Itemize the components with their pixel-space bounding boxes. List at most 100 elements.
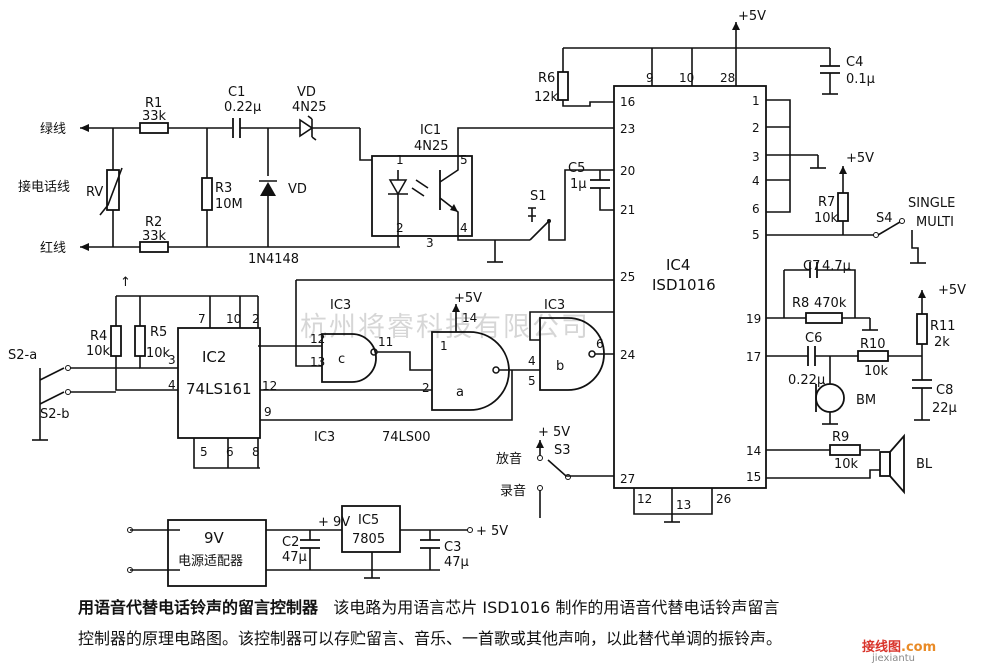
c4-value: 0.1μ bbox=[846, 72, 875, 87]
ic3-pin: 12 bbox=[310, 332, 325, 346]
ic2-pin: 6 bbox=[226, 445, 234, 459]
ic3-gate-c-label: c bbox=[338, 352, 345, 367]
ic4-pin-left: 16 bbox=[620, 95, 635, 109]
ic2-pin: 10 bbox=[226, 312, 241, 326]
r8-name: R8 bbox=[792, 296, 809, 311]
c3-value: 47μ bbox=[444, 555, 469, 570]
c6-value: 0.22μ bbox=[788, 373, 825, 388]
watermark: 杭州将睿科技有限公司 bbox=[300, 312, 590, 343]
ic1-name: IC1 bbox=[420, 123, 441, 138]
s3-record-label: 录音 bbox=[500, 483, 526, 499]
out-5v-label: + 5V bbox=[476, 524, 508, 539]
c5-name: C5 bbox=[568, 161, 585, 176]
caption-line1: 该电路为用语言芯片 ISD1016 制作的用语音代替电话铃声留言 bbox=[333, 598, 780, 617]
c2-value: 47μ bbox=[282, 550, 307, 565]
c3-name: C3 bbox=[444, 540, 461, 555]
ic2-74ls161 bbox=[177, 327, 261, 439]
vcc-r7-label: +5V bbox=[846, 151, 874, 166]
ic4-pin-right: 1 bbox=[752, 94, 760, 108]
c7-name: C7 bbox=[803, 259, 820, 274]
ic2-pin: 12 bbox=[262, 379, 277, 393]
ic3-pin: 5 bbox=[528, 374, 536, 388]
rv-label: RV bbox=[86, 185, 103, 200]
r5-value: 10k bbox=[146, 346, 171, 361]
r8-resistor bbox=[805, 312, 843, 324]
r6-resistor bbox=[557, 71, 569, 101]
r1-name: R1 bbox=[145, 96, 162, 111]
ic1-optocoupler bbox=[371, 155, 473, 237]
c7-value: 4.7μ bbox=[822, 259, 851, 274]
ic3-b-name: IC3 bbox=[544, 298, 565, 313]
s2a-name: S2-a bbox=[8, 348, 37, 363]
r4-value: 10k bbox=[86, 344, 111, 359]
ic2-pin: 2 bbox=[252, 312, 260, 326]
red-line-label: 红线 bbox=[40, 240, 66, 256]
ic3-gate-b bbox=[539, 317, 605, 391]
power-adapter-box bbox=[167, 519, 267, 587]
ic4-pin-top: 28 bbox=[720, 71, 735, 85]
logo-domain: .com bbox=[901, 640, 937, 655]
adapter-line1: 9V bbox=[204, 529, 225, 547]
ic4-pin-right: 3 bbox=[752, 150, 760, 164]
r9-value: 10k bbox=[834, 457, 859, 472]
r9-resistor bbox=[829, 444, 861, 456]
vd-zener-diode bbox=[299, 118, 314, 138]
ic4-pin-top: 9 bbox=[646, 71, 654, 85]
vd-top-name: VD bbox=[297, 85, 316, 100]
ic3-gate-c bbox=[321, 333, 377, 383]
vcc-r11-label: +5V bbox=[938, 283, 966, 298]
c4-name: C4 bbox=[846, 55, 863, 70]
ic3-c-name: IC3 bbox=[330, 298, 351, 313]
ic2-type: 74LS161 bbox=[186, 380, 252, 398]
vcc-ic3a-label: +5V bbox=[454, 291, 482, 306]
ic3-pin: 11 bbox=[378, 335, 393, 349]
ic1-pin: 1 bbox=[396, 153, 404, 167]
ic4-pin-right: 5 bbox=[752, 228, 760, 242]
caption-title: 用语音代替电话铃声的留言控制器 bbox=[78, 598, 319, 617]
ic5-7805 bbox=[341, 505, 401, 553]
ic4-pin-right: 19 bbox=[746, 312, 761, 326]
site-url: jiexiantu bbox=[872, 653, 915, 664]
r7-resistor bbox=[837, 192, 849, 222]
ic2-name: IC2 bbox=[202, 348, 226, 366]
r7-value: 10k bbox=[814, 211, 839, 226]
ic4-pin-bottom: 12 bbox=[637, 492, 652, 506]
s4-multi: MULTI bbox=[916, 215, 954, 230]
ic2-pin: 5 bbox=[200, 445, 208, 459]
r10-resistor bbox=[857, 350, 889, 362]
ic1-pin: 5 bbox=[460, 153, 468, 167]
s4-single: SINGLE bbox=[908, 196, 955, 211]
ic4-pin-right: 6 bbox=[752, 202, 760, 216]
r3-value: 10M bbox=[215, 197, 243, 212]
ic4-pin-bottom: 26 bbox=[716, 492, 731, 506]
c1-value: 0.22μ bbox=[224, 100, 261, 115]
ic3-bottom-name: IC3 bbox=[314, 430, 335, 445]
r5-resistor bbox=[134, 325, 146, 357]
ic3-type: 74LS00 bbox=[382, 430, 431, 445]
ic4-pin-right: 15 bbox=[746, 470, 761, 484]
r11-resistor bbox=[916, 313, 928, 345]
r10-value: 10k bbox=[864, 364, 889, 379]
ic3-pin: 14 bbox=[462, 311, 477, 325]
ic1-pin: 3 bbox=[426, 236, 434, 250]
ic4-pin-left: 21 bbox=[620, 203, 635, 217]
ic4-pin-right: 2 bbox=[752, 121, 760, 135]
ic3-pin: 4 bbox=[528, 354, 536, 368]
site-logo: 接线图.com bbox=[862, 636, 936, 655]
r7-name: R7 bbox=[818, 195, 835, 210]
ic4-isd1016: IC4 ISD1016 +5V 9 10 28 C4 0.1μ R6 12k 1… bbox=[534, 9, 966, 523]
ic2-pin: 8 bbox=[252, 445, 260, 459]
r4-name: R4 bbox=[90, 329, 107, 344]
r8-value: 470k bbox=[814, 296, 847, 311]
ic2-pin: 4 bbox=[168, 378, 176, 392]
ic4-pin-top: 10 bbox=[679, 71, 694, 85]
ic2-pin: 7 bbox=[198, 312, 206, 326]
c8-name: C8 bbox=[936, 383, 953, 398]
ic4-name: IC4 bbox=[666, 256, 690, 274]
s4-name: S4 bbox=[876, 211, 893, 226]
ic4-pin-left: 24 bbox=[620, 348, 635, 362]
bl-speaker bbox=[879, 451, 891, 477]
r6-name: R6 bbox=[538, 71, 555, 86]
ic4-type: ISD1016 bbox=[652, 276, 716, 294]
